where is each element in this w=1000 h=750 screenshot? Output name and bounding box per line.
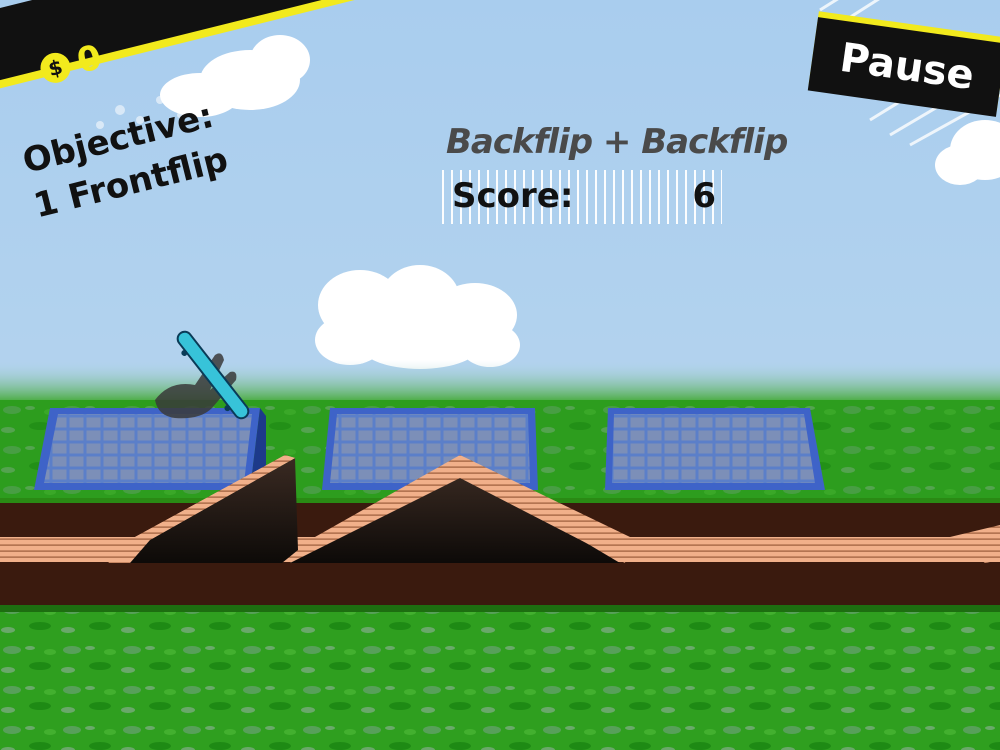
ramp-left [108,455,298,563]
score-panel: Score: 6 [442,170,722,224]
horizon-haze [0,360,1000,405]
score-value: 6 [692,176,716,216]
ramp-right-edge [950,525,1000,563]
score-stripes [442,170,722,224]
cloud-center [315,265,520,369]
grass-foreground [0,612,1000,750]
solar-panel-right [605,408,825,490]
skateboard-icon [176,330,250,420]
cloud-top-left [160,35,310,117]
ramp-middle [290,455,630,563]
score-label: Score: [452,176,574,216]
cloud-top-right [935,120,1000,185]
trick-combo: Backflip + Backflip [446,122,788,162]
solar-panel-left [34,408,266,490]
dollar-coin-icon: $ [37,49,74,87]
